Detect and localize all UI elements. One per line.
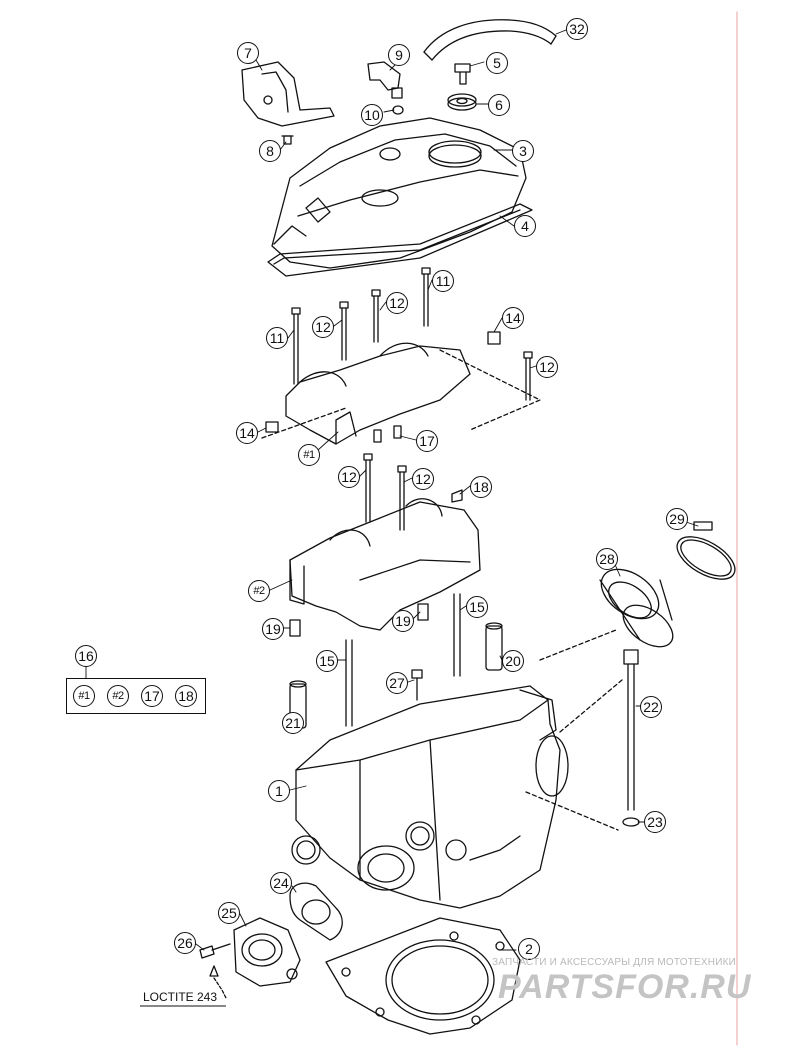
kit-legend-box: #1 #2 17 18 <box>66 678 206 714</box>
callout-27: 27 <box>386 672 408 694</box>
part-bolt-27 <box>411 669 423 701</box>
callout-15-right: 15 <box>466 596 488 618</box>
callout-10: 10 <box>361 104 383 126</box>
callout-9: 9 <box>388 44 410 66</box>
part-head-gasket <box>325 917 521 1035</box>
callout-8: 8 <box>259 140 281 162</box>
callout-25: 25 <box>218 902 240 924</box>
callout-18: 18 <box>470 476 492 498</box>
callout-12-top: 12 <box>386 292 408 314</box>
part-guide-20 <box>485 622 503 671</box>
callout-1: 1 <box>268 780 290 802</box>
part-screw-8 <box>281 135 294 145</box>
callout-6: 6 <box>488 94 510 116</box>
watermark-tagline: ЗАПЧАСТИ И АКСЕССУАРЫ ДЛЯ МОТОТЕХНИКИ <box>492 957 737 968</box>
ref-dashes-intake <box>539 629 623 733</box>
part-bolt-26 <box>199 943 231 999</box>
callout-20: 20 <box>502 650 524 672</box>
callout-24: 24 <box>270 872 292 894</box>
callout-21: 21 <box>282 712 304 734</box>
part-bolt-5 <box>454 63 471 85</box>
watermark-brand: PARTSFOR.RU <box>498 968 752 1006</box>
part-grommet-6 <box>447 93 477 111</box>
callout-22: 22 <box>640 696 662 718</box>
part-cylinder-head <box>291 685 569 909</box>
callout-12-mid-right: 12 <box>412 468 434 490</box>
callout-23: 23 <box>644 811 666 833</box>
part-breather-hose <box>423 19 557 61</box>
part-studs <box>345 593 461 727</box>
callout-part-1: #1 <box>298 444 320 466</box>
callout-28: 28 <box>596 548 618 570</box>
callout-4: 4 <box>514 215 536 237</box>
callout-19-left: 19 <box>262 618 284 640</box>
part-exhaust-flange <box>233 917 301 987</box>
callout-7: 7 <box>237 42 259 64</box>
part-intake-rubber <box>599 568 674 648</box>
part-cam-carrier-2 <box>289 498 481 637</box>
callout-15-left: 15 <box>316 650 338 672</box>
callout-11-top: 11 <box>432 270 454 292</box>
callout-12-mid-left: 12 <box>338 466 360 488</box>
legend-item-18: 18 <box>175 685 197 707</box>
callout-19-right: 19 <box>392 610 414 632</box>
part-bracket <box>241 61 335 127</box>
callout-part-2: #2 <box>248 580 270 602</box>
ref-dashes-bolt <box>525 791 619 831</box>
leader-lines <box>85 29 699 951</box>
loctite-underline <box>140 1005 226 1007</box>
callout-11-left: 11 <box>266 327 288 349</box>
part-long-bolt <box>622 649 640 827</box>
callout-17: 17 <box>416 430 438 452</box>
callout-16: 16 <box>75 645 97 667</box>
part-exhaust-gasket <box>289 882 343 941</box>
legend-item-1: #1 <box>73 685 95 707</box>
callout-3: 3 <box>512 140 534 162</box>
legend-item-2: #2 <box>107 685 129 707</box>
callout-2: 2 <box>518 938 540 960</box>
callout-26: 26 <box>174 932 196 954</box>
part-bolts-upper <box>265 267 533 433</box>
legend-item-17: 17 <box>141 685 163 707</box>
part-clamp <box>676 521 736 580</box>
callout-14-top: 14 <box>502 307 524 329</box>
part-cam-cap-1 <box>285 342 471 445</box>
callout-12-right: 12 <box>536 356 558 378</box>
part-valve-cover <box>271 117 527 269</box>
callout-5: 5 <box>486 52 508 74</box>
callout-14-bottom: 14 <box>236 422 258 444</box>
callout-32: 32 <box>566 18 588 40</box>
loctite-note: LOCTITE 243 <box>143 990 218 1004</box>
ref-dashes-upper <box>261 349 541 439</box>
callout-12-left: 12 <box>312 316 334 338</box>
callout-29: 29 <box>666 508 688 530</box>
part-cover-gasket <box>267 203 533 277</box>
